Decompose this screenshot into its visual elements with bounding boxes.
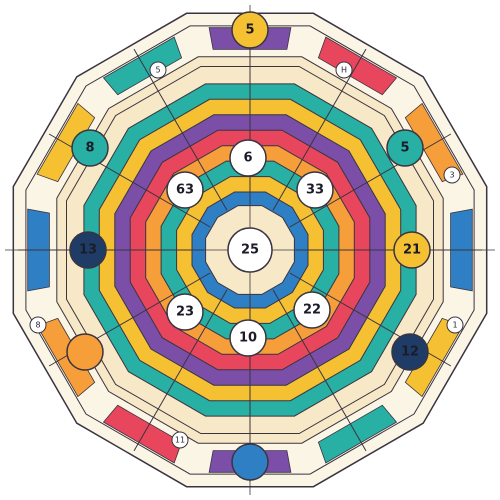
- outer-token[interactable]: 13: [69, 231, 107, 269]
- board-spoke: [133, 48, 228, 211]
- outer-token-label: 21: [403, 243, 421, 258]
- outer-track-tile[interactable]: [102, 404, 183, 464]
- inner-token-disc: [166, 293, 204, 331]
- small-marker-label: 3: [449, 171, 454, 180]
- inner-token-label: 23: [176, 305, 194, 320]
- small-marker-disc: [149, 61, 167, 79]
- small-marker-disc: [335, 61, 353, 79]
- board-spoke: [133, 289, 228, 452]
- small-marker-label: 11: [175, 436, 185, 445]
- small-marker-label: 5: [155, 66, 160, 75]
- inner-token-disc: [293, 291, 331, 329]
- small-marker[interactable]: 5: [149, 61, 167, 79]
- small-marker[interactable]: 8: [29, 316, 47, 334]
- outer-token[interactable]: 21: [393, 231, 431, 269]
- small-marker-label: 1: [452, 321, 457, 330]
- outer-token[interactable]: 5: [231, 11, 269, 49]
- inner-token[interactable]: 33: [296, 171, 334, 209]
- outer-token[interactable]: 8: [71, 129, 109, 167]
- inner-token-label: 33: [306, 183, 324, 198]
- inner-tokens: 6 33 22 10 23 63: [166, 139, 334, 357]
- outer-token-disc: [231, 11, 269, 49]
- outer-track-tile[interactable]: [317, 404, 398, 464]
- small-marker-disc: [171, 431, 189, 449]
- outer-token-label: 5: [400, 141, 409, 156]
- small-marker-disc: [443, 166, 461, 184]
- small-marker-disc: [446, 316, 464, 334]
- outer-track-tile[interactable]: [404, 102, 464, 183]
- outer-token-disc: [231, 443, 269, 481]
- small-marker-disc: [29, 316, 47, 334]
- inner-token-disc: [166, 171, 204, 209]
- outer-track-edge: [25, 25, 475, 475]
- center-token-label: 25: [241, 243, 259, 258]
- small-marker-label: 8: [35, 321, 40, 330]
- outer-token-label: 8: [85, 141, 94, 156]
- inner-token-disc: [229, 139, 267, 177]
- outer-token-disc: [66, 333, 104, 371]
- inner-token-disc: [229, 319, 267, 357]
- small-marker[interactable]: 1: [446, 316, 464, 334]
- board-spoke: [289, 133, 452, 228]
- small-marker[interactable]: H: [335, 61, 353, 79]
- inner-token[interactable]: 6: [229, 139, 267, 177]
- inner-token[interactable]: 22: [293, 291, 331, 329]
- outer-track-tile[interactable]: [317, 36, 398, 96]
- outer-token[interactable]: 5: [386, 129, 424, 167]
- board-spoke: [272, 289, 367, 452]
- outer-token-disc: [386, 129, 424, 167]
- inner-token-label: 22: [303, 303, 321, 318]
- outer-token[interactable]: [66, 333, 104, 371]
- outer-token[interactable]: 12: [391, 333, 429, 371]
- center-token-disc: [227, 227, 273, 273]
- outer-token-disc: [71, 129, 109, 167]
- outer-token-label: 5: [245, 23, 254, 38]
- outer-token-disc: [69, 231, 107, 269]
- center-token[interactable]: 25: [227, 227, 273, 273]
- small-marker[interactable]: 11: [171, 431, 189, 449]
- small-marker[interactable]: 3: [443, 166, 461, 184]
- outer-token[interactable]: [231, 443, 269, 481]
- outer-token-disc: [393, 231, 431, 269]
- inner-token-label: 10: [239, 331, 257, 346]
- inner-token[interactable]: 63: [166, 171, 204, 209]
- inner-token-label: 63: [176, 183, 194, 198]
- inner-token[interactable]: 23: [166, 293, 204, 331]
- inner-token-label: 6: [243, 151, 252, 166]
- outer-token-disc: [391, 333, 429, 371]
- outer-token-label: 13: [79, 243, 97, 258]
- board-spoke: [272, 48, 367, 211]
- outer-token-label: 12: [401, 345, 419, 360]
- inner-token-disc: [296, 171, 334, 209]
- center-hub: 25: [227, 227, 273, 273]
- inner-token[interactable]: 10: [229, 319, 267, 357]
- small-marker-label: H: [341, 66, 347, 75]
